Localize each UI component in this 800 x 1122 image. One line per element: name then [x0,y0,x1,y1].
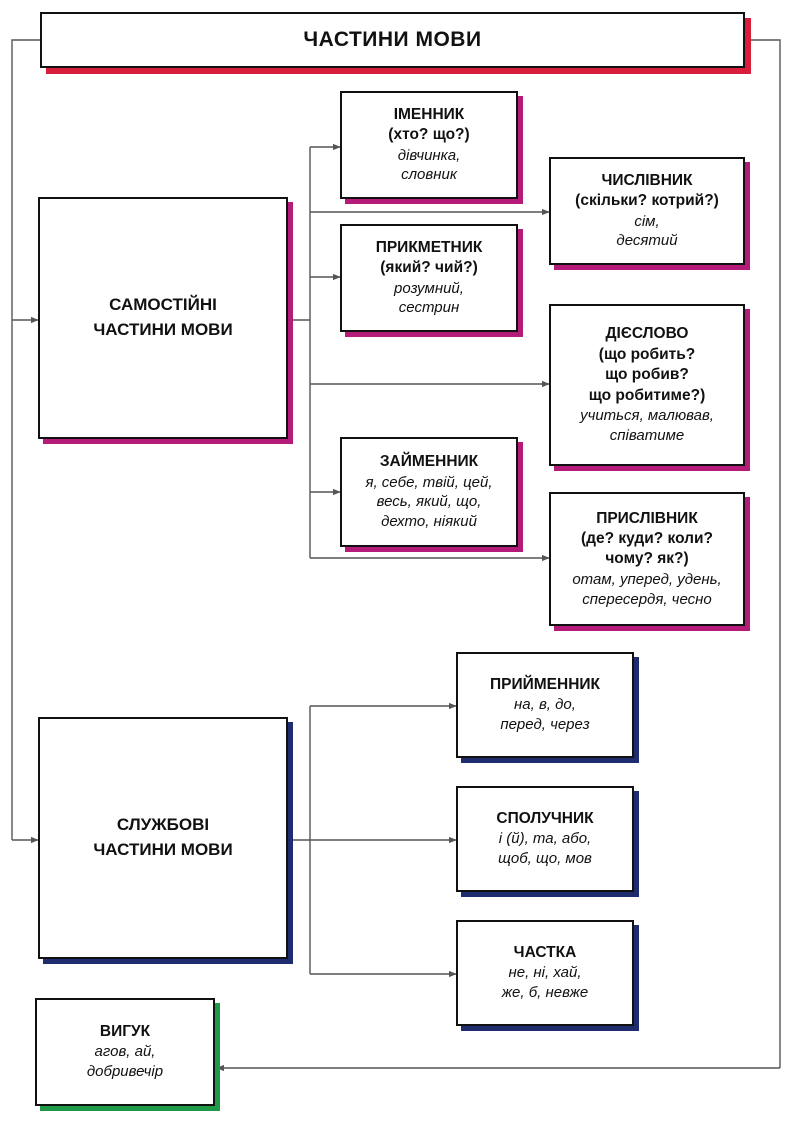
title-right-connector [745,39,781,1068]
auxiliary-line2: ЧАСТИНИ МОВИ [93,840,233,859]
independent-parts-box: САМОСТІЙНІ ЧАСТИНИ МОВИ [38,197,288,439]
pronoun-example-3: дехто, ніякий [381,513,477,531]
verb-name: ДІЄСЛОВО [605,325,689,343]
conjunction-name: СПОЛУЧНИК [496,809,594,827]
conjunction-box: СПОЛУЧНИК і (й), та, або, щоб, що, мов [456,786,634,892]
preposition-box: ПРИЙМЕННИК на, в, до, перед, через [456,652,634,758]
adverb-example-2: спересердя, чесно [582,590,712,608]
preposition-example-2: перед, через [500,716,590,734]
auxiliary-trunk [288,706,311,974]
numeral-name: ЧИСЛІВНИК [601,171,693,189]
pronoun-example-1: я, себе, твій, цей, [365,473,493,491]
verb-box: ДІЄСЛОВО (що робить? що робив? що робити… [549,304,745,466]
independent-trunk [288,147,311,558]
adjective-question: (який? чий?) [380,259,478,277]
verb-example-1: учиться, малював, [580,407,714,425]
adverb-example-1: отам, уперед, удень, [572,570,722,588]
diagram-title-text: ЧАСТИНИ МОВИ [303,28,482,52]
adjective-example-2: сестрин [398,299,460,317]
independent-line2: ЧАСТИНИ МОВИ [93,320,233,339]
noun-name: ІМЕННИК [393,105,465,123]
independent-line1: САМОСТІЙНІ [109,295,217,315]
adverb-box: ПРИСЛІВНИК (де? куди? коли? чому? як?) о… [549,492,745,626]
verb-question-1: (що робить? [598,345,696,363]
numeral-example-2: десятий [616,232,678,250]
verb-example-2: співатиме [609,426,685,444]
particle-name: ЧАСТКА [513,943,577,961]
pronoun-example-2: весь, який, що, [376,493,482,511]
particle-example-1: не, ні, хай, [508,964,582,982]
noun-question: (хто? що?) [388,126,470,144]
numeral-box: ЧИСЛІВНИК (скільки? котрий?) сім, десяти… [549,157,745,265]
noun-example-1: дівчинка, [397,146,461,164]
numeral-example-1: сім, [634,212,660,230]
verb-question-2: що робив? [605,366,689,384]
verb-question-3: що робитиме?) [588,386,706,404]
adverb-name: ПРИСЛІВНИК [596,509,698,527]
adjective-box: ПРИКМЕТНИК (який? чий?) розумний, сестри… [340,224,518,332]
adjective-example-1: розумний, [394,279,464,297]
interjection-example-2: добривечір [86,1063,164,1081]
numeral-question: (скільки? котрий?) [575,192,719,210]
pronoun-box: ЗАЙМЕННИК я, себе, твій, цей, весь, який… [340,437,518,547]
noun-example-2: словник [401,166,457,184]
preposition-name: ПРИЙМЕННИК [490,675,600,693]
adverb-question-1: (де? куди? коли? [580,529,713,547]
noun-box: ІМЕННИК (хто? що?) дівчинка, словник [340,91,518,199]
interjection-name: ВИГУК [99,1022,151,1040]
conjunction-example-2: щоб, що, мов [498,850,592,868]
diagram-title: ЧАСТИНИ МОВИ [40,12,745,68]
auxiliary-line1: СЛУЖБОВІ [116,815,210,835]
preposition-example-1: на, в, до, [514,696,576,714]
interjection-example-1: агов, ай, [94,1043,156,1061]
auxiliary-parts-box: СЛУЖБОВІ ЧАСТИНИ МОВИ [38,717,288,959]
particle-example-2: же, б, невже [501,984,589,1002]
title-left-connector [11,39,40,840]
adverb-question-2: чому? як?) [605,550,689,568]
conjunction-example-1: і (й), та, або, [498,830,592,848]
pronoun-name: ЗАЙМЕННИК [379,453,479,471]
particle-box: ЧАСТКА не, ні, хай, же, б, невже [456,920,634,1026]
interjection-box: ВИГУК агов, ай, добривечір [35,998,215,1106]
adjective-name: ПРИКМЕТНИК [375,238,483,256]
